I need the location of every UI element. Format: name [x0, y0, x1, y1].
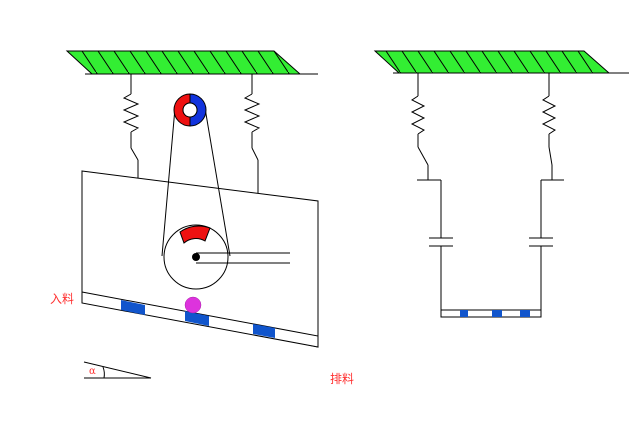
particle: [184, 296, 202, 314]
exciter-wheel: [163, 224, 290, 290]
screen-hole: [492, 310, 502, 317]
left-ceiling-beam: [65, 50, 318, 75]
right-spring-damper-2: [529, 73, 564, 310]
right-figure: [373, 50, 629, 318]
left-figure: α 入料 排料: [50, 50, 354, 386]
screen-deck: [81, 291, 319, 348]
right-spring-damper-1: [410, 73, 453, 310]
screen-hole: [121, 300, 145, 315]
motor-pulley: [173, 93, 207, 127]
feed-in-label: 入料: [50, 292, 74, 306]
screen-hole: [460, 310, 468, 317]
right-ceiling-beam: [373, 50, 629, 74]
right-screen-deck: [440, 309, 542, 318]
angle-symbol: α: [89, 366, 96, 377]
screen-hole: [185, 311, 209, 326]
left-spring-1: [122, 74, 140, 180]
discharge-label: 排料: [330, 372, 354, 386]
incline-angle-indicator: [83, 361, 152, 379]
screen-hole: [253, 324, 275, 338]
screen-hole: [520, 310, 530, 317]
left-spring-2: [243, 74, 261, 196]
drive-belt: [161, 107, 231, 257]
